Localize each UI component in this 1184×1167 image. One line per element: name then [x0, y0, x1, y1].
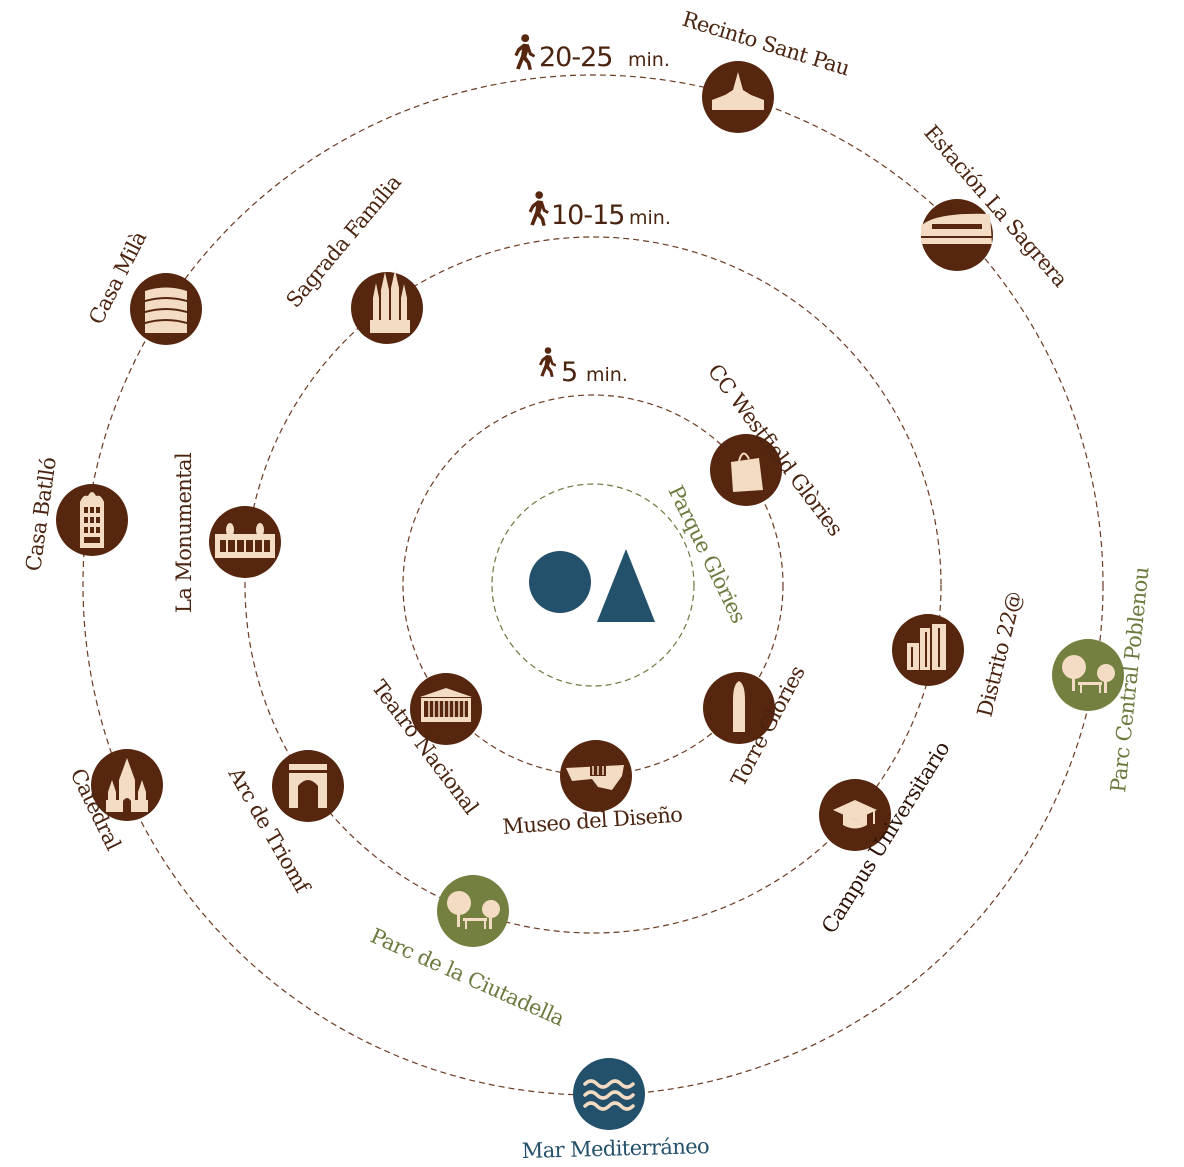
- badge-distrito-22: [892, 614, 964, 686]
- time-label-10-15: 10-15 min.: [528, 191, 671, 231]
- waves-icon: [583, 1079, 635, 1111]
- basilica-icon: [370, 270, 410, 333]
- shopping-bag-icon: [731, 452, 763, 492]
- badge-parc-ciutadella: [437, 875, 509, 947]
- train-icon: [921, 213, 992, 244]
- label-mar-mediterraneo: Mar Mediterráneo: [522, 1134, 710, 1163]
- time-value: 20-25: [539, 42, 612, 73]
- time-label-5: 5 min.: [539, 347, 628, 388]
- label-recinto-sant-pau: Recinto Sant Pau: [680, 7, 853, 81]
- badge-arc-de-triomf: [272, 750, 344, 822]
- bullring-icon: [215, 523, 275, 558]
- badge-la-monumental: [209, 506, 281, 578]
- badge-campus: [819, 779, 891, 851]
- badge-estacion-sagrera: [921, 199, 993, 271]
- modernist-hospital-icon: [712, 72, 764, 110]
- ring-10-15-min: [244, 236, 942, 934]
- badge-catedral: [91, 749, 163, 821]
- cathedral-icon: [106, 758, 148, 812]
- badge-museo-diseno: [560, 740, 632, 812]
- graduation-cap-icon: [833, 800, 877, 829]
- tower-icon: [733, 681, 745, 732]
- time-unit: min.: [629, 207, 671, 229]
- design-museum-icon: [566, 764, 624, 790]
- time-value: 10-15: [551, 200, 624, 231]
- badge-mar-mediterraneo: [573, 1058, 645, 1130]
- center-park-ring: [491, 483, 695, 687]
- badge-casa-batllo: [56, 484, 128, 556]
- park-icon: [447, 891, 500, 929]
- badge-teatro-nacional: [410, 673, 482, 745]
- walking-person-icon: [539, 347, 557, 377]
- walking-person-icon: [514, 34, 536, 70]
- ring-5-min: [402, 394, 784, 776]
- badge-cc-westfield: [710, 434, 782, 506]
- badge-casa-mila: [130, 273, 202, 345]
- theatre-icon: [420, 688, 472, 722]
- label-casa-batllo: Casa Batlló: [21, 456, 61, 573]
- triumphal-arch-icon: [289, 764, 327, 808]
- park-icon: [1062, 655, 1115, 693]
- walking-person-icon: [528, 191, 549, 226]
- badge-torre-glories: [703, 672, 775, 744]
- label-distrito-22: Distrito 22@: [973, 589, 1027, 719]
- circle-triangle-logo: [529, 549, 655, 622]
- label-la-monumental: La Monumental: [172, 452, 196, 613]
- badge-parc-central-poblenou: [1052, 639, 1124, 711]
- time-label-20-25: 20-25 min.: [514, 34, 670, 73]
- time-unit: min.: [628, 49, 670, 71]
- office-buildings-icon: [907, 624, 946, 670]
- wavy-building-icon: [145, 287, 187, 333]
- time-unit: min.: [586, 364, 628, 386]
- badge-recinto-sant-pau: [702, 61, 774, 133]
- badge-sagrada-familia: [351, 270, 423, 344]
- house-facade-icon: [80, 492, 104, 548]
- label-museo-diseno: Museo del Diseño: [502, 802, 683, 839]
- time-value: 5: [561, 357, 577, 388]
